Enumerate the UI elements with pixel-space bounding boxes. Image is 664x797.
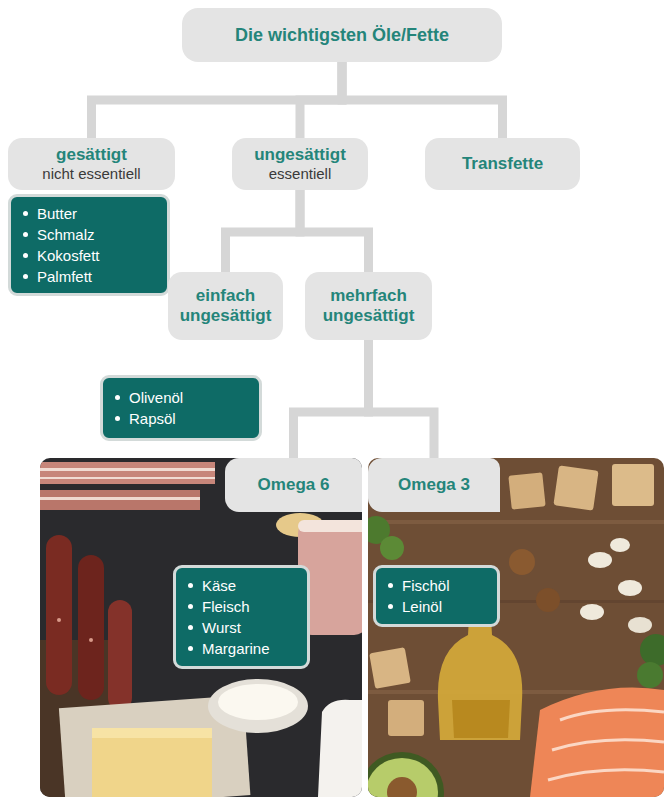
category-note: nicht essentiell: [16, 165, 167, 183]
list-item: Fischöl: [402, 575, 489, 596]
category-label: einfach ungesättigt: [176, 286, 275, 326]
title-box: Die wichtigsten Öle/Fette: [182, 8, 502, 62]
omega-tab: Omega 3: [368, 458, 500, 512]
category-box: einfach ungesättigt: [168, 272, 283, 340]
omega-label: Omega 3: [376, 475, 492, 495]
list-item: Schmalz: [37, 224, 159, 245]
list-item: Palmfett: [37, 266, 159, 287]
list-item: Leinöl: [402, 596, 489, 617]
category-label: Transfette: [433, 154, 572, 174]
category-label: mehrfach ungesättigt: [313, 286, 424, 326]
cream-bowl: [208, 679, 308, 733]
example-list: OlivenölRapsöl: [100, 375, 262, 441]
milk-jug: [318, 700, 362, 797]
category-box: ungesättigtessentiell: [232, 138, 368, 190]
example-list: KäseFleischWurstMargarine: [173, 565, 310, 669]
branch-connector: [300, 62, 342, 138]
category-label: ungesättigt: [240, 145, 360, 165]
branch-connector: [300, 190, 369, 272]
sausages: [46, 535, 132, 710]
salmon: [530, 688, 664, 797]
omega3-food-photo: [368, 458, 664, 797]
list-item: Olivenöl: [129, 387, 251, 408]
branch-connector: [369, 340, 435, 458]
branch-connector: [92, 62, 343, 138]
branch-connector: [294, 340, 369, 458]
list-item: Wurst: [202, 617, 299, 638]
omega6-food-photo: [40, 458, 362, 797]
category-box: Transfette: [425, 138, 580, 190]
title-text: Die wichtigsten Öle/Fette: [190, 25, 494, 45]
branch-connector: [226, 190, 301, 272]
list-item: Butter: [37, 203, 159, 224]
list-item: Margarine: [202, 638, 299, 659]
category-box: mehrfach ungesättigt: [305, 272, 432, 340]
nuts-seeds: [509, 538, 652, 633]
category-label: gesättigt: [16, 145, 167, 165]
omega-tab: Omega 6: [225, 458, 362, 512]
list-item: Käse: [202, 575, 299, 596]
bacon-strips: [40, 462, 215, 510]
branch-connector: [342, 62, 503, 138]
list-item: Kokosfett: [37, 245, 159, 266]
list-item: Rapsöl: [129, 408, 251, 429]
omega-label: Omega 6: [233, 475, 354, 495]
category-note: essentiell: [240, 165, 360, 183]
avocado: [368, 752, 444, 797]
category-box: gesättigtnicht essentiell: [8, 138, 175, 190]
example-list: FischölLeinöl: [373, 565, 500, 627]
list-item: Fleisch: [202, 596, 299, 617]
example-list: ButterSchmalzKokosfettPalmfett: [8, 194, 170, 296]
